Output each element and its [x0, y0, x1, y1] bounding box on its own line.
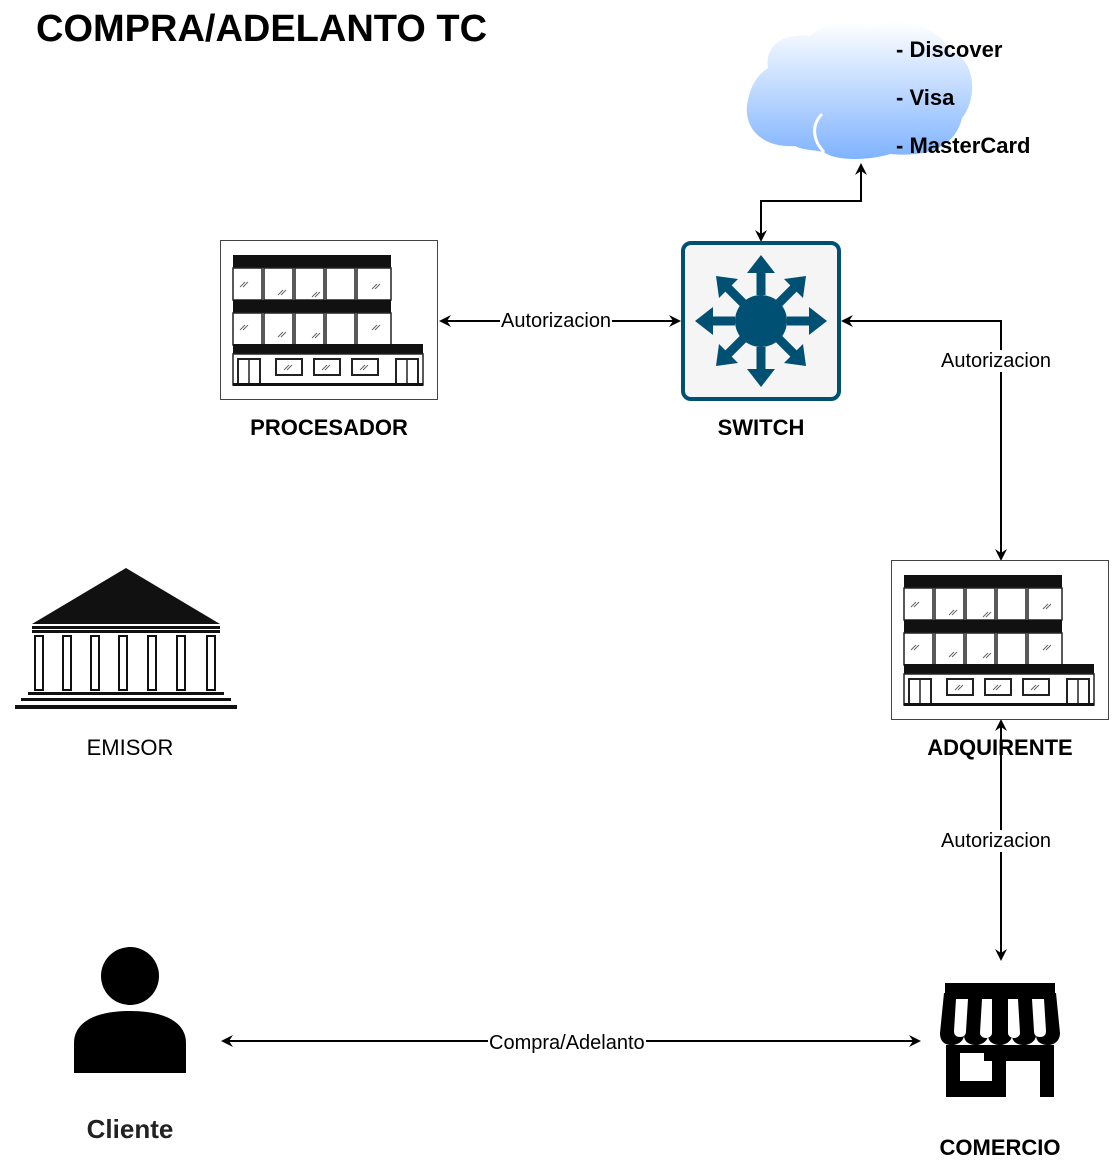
bank-icon — [15, 568, 237, 709]
procesador-label: PROCESADOR — [250, 415, 408, 440]
page-title: COMPRA/ADELANTO TC — [36, 8, 488, 50]
procesador-switch-label: Autorizacion — [500, 310, 613, 332]
cloud-item-visa: - Visa — [896, 85, 955, 110]
comercio-label: COMERCIO — [939, 1135, 1061, 1160]
adquirente-label: ADQUIRENTE — [927, 735, 1073, 760]
switch-adquirente-label: Autorizacion — [940, 350, 1053, 372]
cloud-icon — [746, 21, 973, 160]
adquirente-comercio-label: Autorizacion — [940, 830, 1053, 852]
adquirente-building-icon — [891, 560, 1109, 720]
switch-icon — [681, 241, 841, 401]
procesador-building-icon — [220, 240, 438, 400]
person-icon — [74, 947, 186, 1073]
store-icon — [940, 983, 1060, 1097]
switch-label: SWITCH — [717, 415, 805, 440]
cliente-label: Cliente — [86, 1114, 174, 1144]
switch-adquirente-connector — [841, 315, 1007, 561]
emisor-label: EMISOR — [86, 735, 174, 760]
cloud-switch-connector — [755, 163, 867, 242]
cloud-item-mastercard: - MasterCard — [896, 133, 1031, 158]
cliente-comercio-label: Compra/Adelanto — [488, 1032, 646, 1054]
cloud-item-discover: - Discover — [896, 37, 1003, 62]
